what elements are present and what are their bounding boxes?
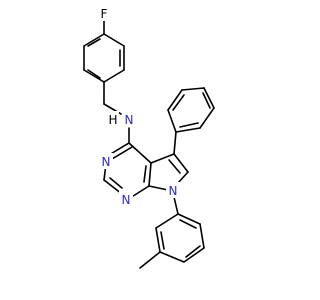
atom-f: F (98, 7, 110, 21)
atom-nh: N (122, 111, 136, 127)
svg-text:N: N (102, 155, 111, 169)
atom-h: H (107, 111, 119, 127)
fluorophenyl-ring (83, 33, 125, 83)
phenyl-ring (167, 87, 215, 133)
atom-n1: N (119, 191, 133, 207)
svg-text:H: H (108, 113, 117, 127)
bond-methyl (139, 251, 161, 269)
bond-n7-tolyl (173, 196, 179, 215)
svg-text:N: N (169, 184, 178, 198)
svg-text:N: N (122, 193, 131, 207)
tolyl-ring (155, 213, 205, 263)
pyrrole-ring (148, 153, 189, 191)
bond-c5-phenyl (173, 131, 177, 155)
molecule-structure: F N H N N N (83, 7, 215, 269)
svg-text:F: F (101, 7, 108, 21)
atom-n7: N (166, 182, 180, 198)
pyrimidine-ring (103, 142, 152, 199)
atom-n3: N (99, 153, 113, 169)
svg-text:N: N (125, 113, 134, 127)
